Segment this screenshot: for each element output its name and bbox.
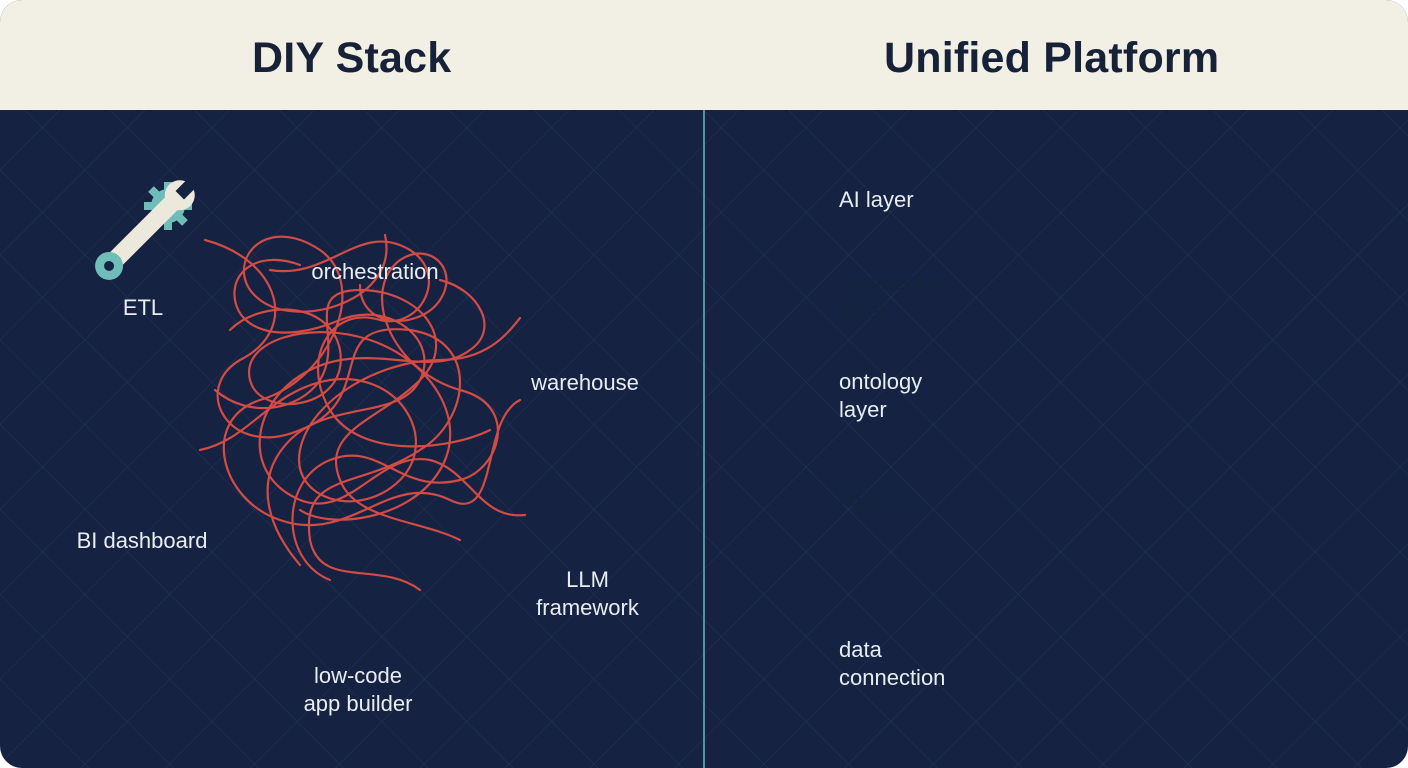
bi-dashboard-label: BI dashboard bbox=[76, 528, 208, 553]
center-divider bbox=[703, 110, 705, 768]
ontology-layer-line2: layer bbox=[839, 397, 887, 422]
ontology-layer-line1: ontology bbox=[839, 369, 923, 394]
header-bar: DIY Stack Unified Platform bbox=[0, 0, 1408, 110]
ontology-layer-label: ontology layer bbox=[839, 368, 922, 424]
orchestration-label: orchestration bbox=[311, 259, 439, 284]
low-code-line2: app builder bbox=[303, 691, 413, 716]
ai-layer-label: AI layer bbox=[839, 187, 914, 212]
data-connection-label: data connection bbox=[839, 636, 945, 692]
unified-platform-title: Unified Platform bbox=[884, 34, 1220, 82]
low-code-line1: low-code bbox=[313, 663, 403, 688]
wrench-gear-icon bbox=[95, 178, 197, 280]
application-layer-line2: layer bbox=[839, 298, 887, 323]
pipeline-layer-label: pipeline bbox=[839, 485, 915, 510]
low-code-label: low-code app builder bbox=[278, 662, 438, 718]
llm-framework-line1: LLM bbox=[566, 567, 609, 592]
diy-stack-title: DIY Stack bbox=[252, 34, 452, 82]
ai-layer-box: AI bbox=[34, 6, 945, 768]
llm-framework-line2: framework bbox=[536, 595, 639, 620]
llm-framework-label: LLM framework bbox=[510, 566, 665, 622]
etl-label: ETL bbox=[122, 295, 164, 320]
application-layer-line1: application bbox=[839, 270, 945, 295]
platform-container: AI bbox=[34, 6, 945, 768]
tangled-connections bbox=[198, 233, 527, 592]
data-connection-line2: connection bbox=[839, 665, 946, 690]
warehouse-label: warehouse bbox=[531, 370, 639, 395]
application-layer-label: application layer bbox=[839, 269, 944, 325]
data-connection-line1: data bbox=[839, 637, 882, 662]
